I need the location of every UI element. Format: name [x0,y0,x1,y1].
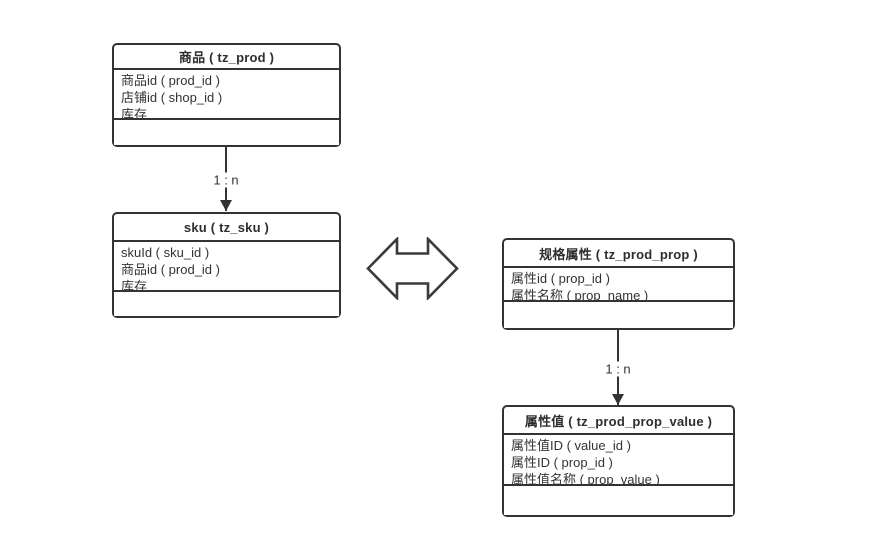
entity-prod-prop-empty-section [504,300,733,328]
connector-prop-value-arrowhead-icon [612,394,624,405]
connector-prop-value-label: 1 : n [602,361,634,377]
entity-prod-prop-value-fields: 属性值ID ( value_id ) 属性ID ( prop_id ) 属性值名… [504,435,733,484]
bidirectional-arrow-icon [366,237,459,300]
entity-prod-title: 商品 ( tz_prod ) [114,45,339,70]
entity-prod-prop-value-empty-section [504,484,733,515]
field-prop-name: 属性名称 ( prop_name ) [511,288,649,300]
entity-sku-empty-section [114,290,339,316]
entity-prod-empty-section [114,118,339,145]
field-stock: 库存 [121,107,148,118]
entity-prod-fields: 商品id ( prod_id ) 店铺id ( shop_id ) 库存 [114,70,339,118]
field-prod-id: 商品id ( prod_id ) [121,73,220,88]
field-value-prop-id: 属性ID ( prop_id ) [511,455,613,470]
entity-sku-fields: skuId ( sku_id ) 商品id ( prod_id ) 库存 [114,242,339,290]
field-prop-value-name: 属性值名称 ( prop_value ) [511,472,660,484]
field-sku-prod-id: 商品id ( prod_id ) [121,262,220,277]
field-shop-id: 店铺id ( shop_id ) [121,90,223,105]
entity-prod-prop-title: 规格属性 ( tz_prod_prop ) [504,240,733,268]
entity-prod-prop-value[interactable]: 属性值 ( tz_prod_prop_value ) 属性值ID ( value… [502,405,735,517]
field-prop-id: 属性id ( prop_id ) [511,271,610,286]
field-value-id: 属性值ID ( value_id ) [511,438,631,453]
field-sku-id: skuId ( sku_id ) [121,245,210,260]
field-sku-stock: 库存 [121,279,148,290]
entity-prod-prop-value-title: 属性值 ( tz_prod_prop_value ) [504,407,733,435]
connector-prod-sku-label: 1 : n [210,172,242,188]
entity-prod-prop[interactable]: 规格属性 ( tz_prod_prop ) 属性id ( prop_id ) 属… [502,238,735,330]
connector-prod-sku-arrowhead-icon [220,200,232,211]
entity-sku-title: sku ( tz_sku ) [114,214,339,242]
entity-prod[interactable]: 商品 ( tz_prod ) 商品id ( prod_id ) 店铺id ( s… [112,43,341,147]
entity-prod-prop-fields: 属性id ( prop_id ) 属性名称 ( prop_name ) [504,268,733,300]
entity-sku[interactable]: sku ( tz_sku ) skuId ( sku_id ) 商品id ( p… [112,212,341,318]
